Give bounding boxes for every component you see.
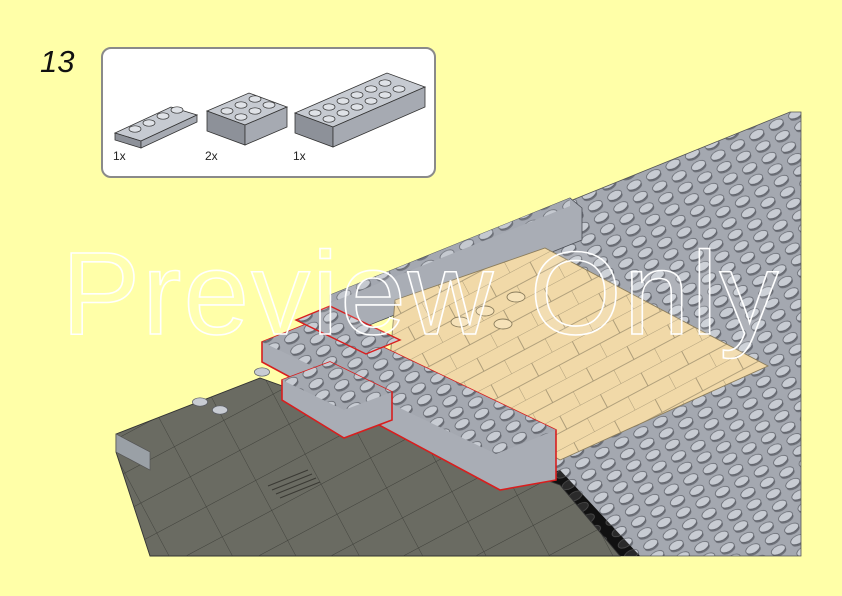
road-studs (192, 367, 270, 415)
part-qty-brick-2x6: 1x (293, 149, 306, 163)
new-plate-1x4 (294, 305, 402, 355)
road-grate (267, 469, 321, 499)
step-number: 13 (40, 44, 75, 79)
tan-round-studs (450, 291, 526, 330)
part-qty-brick-2x3: 2x (205, 149, 218, 163)
brick-2x3-light-grey-icon (205, 92, 289, 146)
parts-list-box: 1x 2x 1x (101, 47, 436, 178)
plate-1x4-light-grey-icon (113, 106, 199, 149)
brick-2x6-light-grey-icon (293, 72, 427, 148)
preview-watermark: Preview Only (61, 228, 781, 360)
part-qty-plate-1x4: 1x (113, 149, 126, 163)
